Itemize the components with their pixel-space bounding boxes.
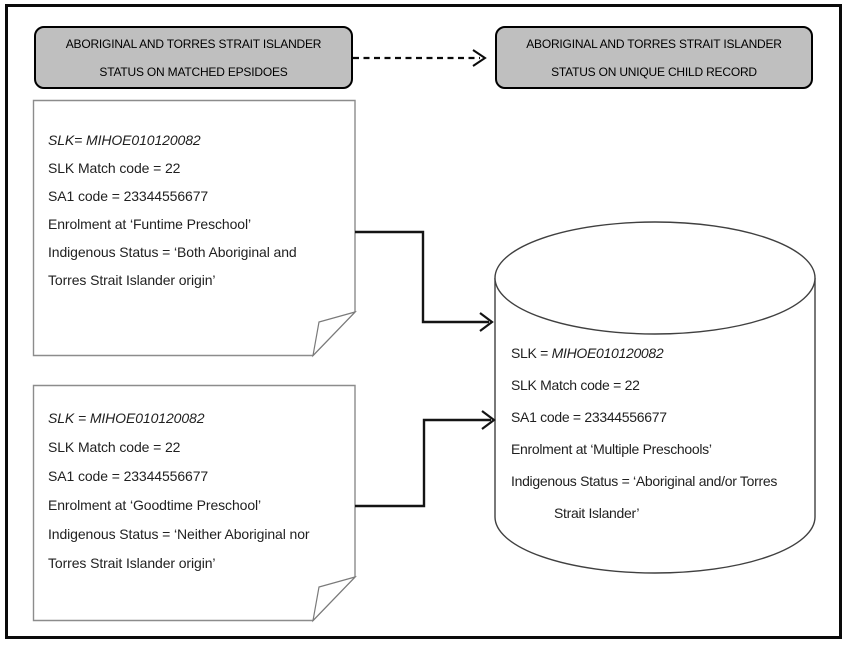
header-matched-episodes-line1: ABORIGINAL AND TORRES STRAIT ISLANDER	[65, 36, 322, 51]
header-unique-child-record: ABORIGINAL AND TORRES STRAIT ISLANDER ST…	[495, 26, 813, 89]
record-status-line1: Indigenous Status = ‘Aboriginal and/or T…	[511, 473, 778, 489]
episode-1-status-line1: Indigenous Status = ‘Both Aboriginal and	[48, 244, 297, 260]
episode-2-match-code: SLK Match code = 22	[48, 439, 181, 455]
header-matched-episodes: ABORIGINAL AND TORRES STRAIT ISLANDER ST…	[34, 26, 353, 89]
connector-episode1-to-record	[355, 230, 489, 324]
episode-1-slk: SLK= MIHOE010120082	[48, 132, 201, 148]
record-slk-label: SLK =	[511, 345, 552, 361]
episode-1-status-line2: Torres Strait Islander origin’	[48, 272, 216, 288]
dashed-connector-arrowhead-icon	[472, 49, 487, 67]
record-sa1-code: SA1 code = 23344556677	[511, 409, 667, 425]
record-status-line2: Strait Islander’	[554, 505, 640, 521]
folded-corner-episode-2	[312, 575, 357, 623]
folded-corner-episode-1	[312, 310, 357, 358]
episode-1-record: SLK= MIHOE010120082 SLK Match code = 22 …	[48, 126, 343, 294]
episode-1-sa1-code: SA1 code = 23344556677	[48, 188, 209, 204]
header-unique-child-record-line2: STATUS ON UNIQUE CHILD RECORD	[551, 64, 757, 79]
episode-1-match-code: SLK Match code = 22	[48, 160, 181, 176]
record-match-code: SLK Match code = 22	[511, 377, 640, 393]
episode-1-enrolment: Enrolment at ‘Funtime Preschool’	[48, 216, 251, 232]
connector-episode2-arrowhead-icon	[481, 410, 496, 430]
episode-2-slk: SLK = MIHOE010120082	[48, 410, 205, 426]
unique-child-record: SLK = MIHOE010120082 SLK Match code = 22…	[511, 337, 811, 529]
episode-2-status-line2: Torres Strait Islander origin’	[48, 555, 216, 571]
record-slk-value: MIHOE010120082	[551, 345, 664, 361]
header-matched-episodes-line2: STATUS ON MATCHED EPSIDOES	[99, 64, 288, 79]
episode-2-enrolment: Enrolment at ‘Goodtime Preschool’	[48, 497, 262, 513]
database-cylinder-body	[494, 278, 816, 574]
record-slk: SLK = MIHOE010120082	[511, 337, 811, 369]
episode-2-record: SLK = MIHOE010120082 SLK Match code = 22…	[48, 404, 343, 578]
episode-2-sa1-code: SA1 code = 23344556677	[48, 468, 209, 484]
episode-2-status-line1: Indigenous Status = ‘Neither Aboriginal …	[48, 526, 310, 542]
connector-episode1-arrowhead-icon	[479, 312, 494, 332]
header-unique-child-record-line1: ABORIGINAL AND TORRES STRAIT ISLANDER	[526, 36, 782, 51]
record-enrolment: Enrolment at ‘Multiple Preschools’	[511, 441, 712, 457]
connector-episode2-to-record	[355, 418, 491, 508]
database-cylinder-top	[494, 221, 816, 335]
